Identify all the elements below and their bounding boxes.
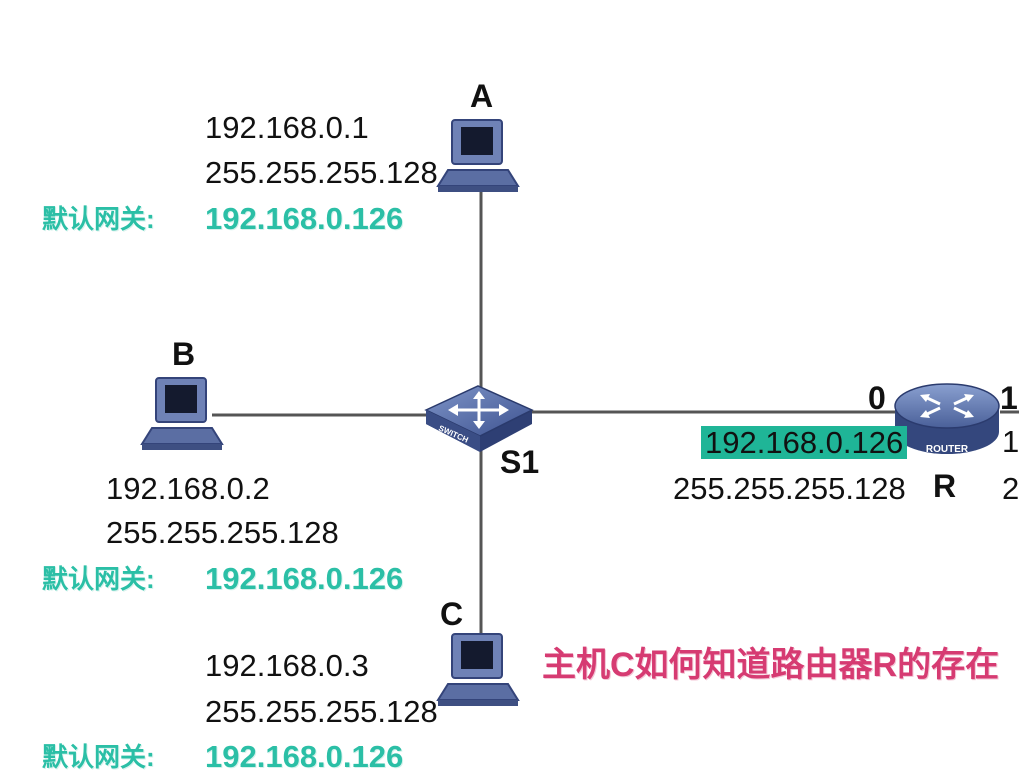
node-c-ip: 192.168.0.3 [205, 648, 369, 683]
node-a-ip: 192.168.0.1 [205, 110, 369, 145]
node-a-gateway-label: 默认网关: [42, 204, 155, 234]
router-label: R [933, 468, 957, 504]
links [212, 185, 1019, 640]
node-c-gateway-ip: 192.168.0.126 [205, 739, 404, 774]
router-port0-mask: 255.255.255.128 [673, 471, 906, 506]
computer-c-icon [436, 633, 520, 706]
router-text: ROUTER [926, 444, 969, 455]
router-icon: ROUTER [894, 383, 1000, 455]
node-c-mask: 255.255.255.128 [205, 694, 438, 729]
node-b-ip: 192.168.0.2 [106, 471, 270, 506]
question-caption: 主机C如何知道路由器R的存在 [542, 646, 1000, 684]
router-port1-mask-partial: 2 [1002, 471, 1019, 506]
node-a-mask: 255.255.255.128 [205, 155, 438, 190]
node-c-gateway-label: 默认网关: [42, 742, 155, 772]
router-port0-ip: 192.168.0.126 [701, 426, 908, 459]
node-c-label: C [440, 596, 464, 632]
switch-icon: SWITCH [424, 385, 534, 452]
node-b-gateway-ip: 192.168.0.126 [205, 561, 404, 596]
router-port0-label: 0 [868, 380, 886, 416]
node-b-mask: 255.255.255.128 [106, 515, 339, 550]
computer-a-icon [436, 119, 520, 192]
router-port1-ip-partial: 1 [1002, 424, 1019, 459]
node-a-label: A [470, 78, 494, 114]
node-a-gateway-ip: 192.168.0.126 [205, 201, 404, 236]
router-port1-label: 1 [1000, 380, 1018, 416]
computer-b-icon [140, 377, 224, 450]
node-b-gateway-label: 默认网关: [42, 564, 155, 594]
node-b-label: B [172, 336, 196, 372]
switch-label: S1 [500, 444, 540, 480]
